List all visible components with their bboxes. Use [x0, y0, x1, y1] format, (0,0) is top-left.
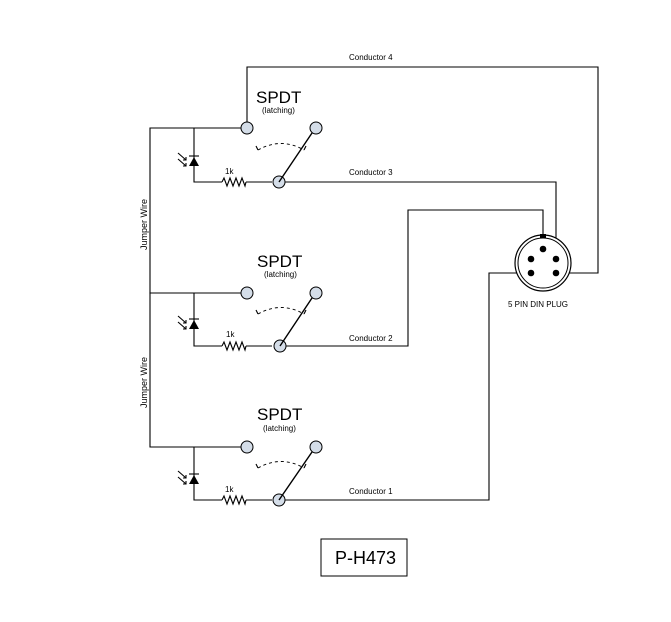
conductor-4-wire [246, 66, 599, 274]
terminal-nc [240, 440, 254, 454]
conductor-2-wire [286, 209, 544, 347]
switch-title: SPDT [256, 88, 301, 107]
conductor-1-wire [285, 272, 524, 501]
switch-block-1: SPDT (latching) 1k Conductor 3 [177, 88, 557, 264]
switch-block-2: SPDT (latching) 1k Conductor 2 [177, 209, 544, 353]
conductor-label: Conductor 1 [349, 487, 393, 496]
jumper-wire-lower [149, 292, 194, 448]
led-branch-wire [193, 293, 222, 347]
switch-block-3: SPDT (latching) 1k Conductor 1 [177, 272, 524, 507]
plug-label: 5 PIN DIN PLUG [508, 300, 568, 309]
switch-travel-arc [257, 307, 305, 315]
conductor-4-label: Conductor 4 [349, 53, 393, 62]
jumper-label-lower: Jumper Wire [139, 357, 149, 408]
part-number: P-H473 [335, 548, 396, 568]
led-icon [177, 470, 199, 485]
switch-subtitle: (latching) [264, 270, 297, 279]
resistor-icon [221, 176, 247, 188]
conductor-3-wire [285, 181, 557, 264]
led-icon [177, 315, 199, 330]
jumper-wire-upper [149, 127, 194, 294]
conductor-label: Conductor 3 [349, 168, 393, 177]
resistor-icon [221, 494, 247, 506]
switch-lever [278, 451, 313, 501]
terminal-no [309, 121, 323, 135]
terminal-nc [240, 121, 254, 135]
resistor-label: 1k [225, 167, 234, 176]
terminal-no [309, 286, 323, 300]
resistor-icon [221, 340, 247, 352]
switch-travel-arc [257, 461, 305, 469]
switch-subtitle: (latching) [263, 424, 296, 433]
switch-subtitle: (latching) [262, 106, 295, 115]
terminal-nc [240, 286, 254, 300]
terminal-no [309, 440, 323, 454]
conductor-label: Conductor 2 [349, 334, 393, 343]
jumper-label-upper: Jumper Wire [139, 199, 149, 250]
resistor-label: 1k [226, 330, 235, 339]
led-icon [177, 152, 199, 167]
left-bus [149, 127, 194, 448]
led-branch-wire [193, 128, 222, 183]
led-branch-wire [193, 447, 222, 501]
part-number-box [320, 538, 408, 577]
switch-lever [278, 132, 313, 183]
switch-lever [279, 297, 313, 347]
switch-title: SPDT [257, 252, 302, 271]
switch-title: SPDT [257, 405, 302, 424]
resistor-label: 1k [225, 485, 234, 494]
switch-travel-arc [257, 143, 305, 151]
din-plug-icon [514, 234, 572, 292]
